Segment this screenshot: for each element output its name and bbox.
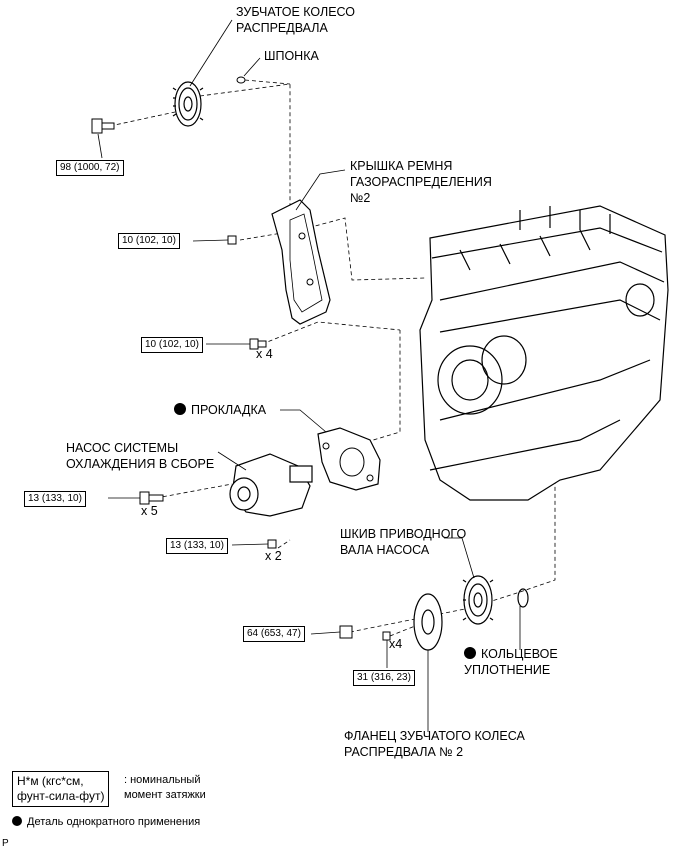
- cover-nut-part: [227, 235, 237, 245]
- timing-cover-label: КРЫШКА РЕМНЯ ГАЗОРАСПРЕДЕЛЕНИЯ №2: [350, 159, 492, 205]
- timing-cover-part: [271, 199, 331, 325]
- gear-bolt-part: [91, 118, 115, 134]
- non-reusable-dot-icon: [464, 647, 476, 659]
- non-reusable-dot-icon: [174, 403, 186, 415]
- torque-cover-bolt: 10 (102, 10): [141, 337, 203, 353]
- torque-pump-nut: 13 (133, 10): [166, 538, 228, 554]
- pump-pulley-part: [462, 575, 494, 625]
- key-label: ШПОНКА: [264, 49, 319, 63]
- non-reusable-dot-icon: [12, 816, 22, 826]
- gasket-label: ПРОКЛАДКА: [174, 402, 266, 418]
- leader-lines: [97, 19, 521, 732]
- qty-pump-bolt: x 5: [141, 504, 158, 518]
- key-part: [236, 76, 246, 84]
- torque-cover-nut: 10 (102, 10): [118, 233, 180, 249]
- flange-part: [413, 593, 443, 651]
- gasket-label-text: ПРОКЛАДКА: [191, 403, 267, 417]
- corner-mark: P: [2, 838, 9, 849]
- pump-nut-part: [267, 539, 277, 549]
- o-ring-label: КОЛЬЦЕВОЕ УПЛОТНЕНИЕ: [464, 646, 558, 678]
- torque-pulley-nut: 64 (653, 47): [243, 626, 305, 642]
- legend-non-reusable: Деталь однократного применения: [12, 814, 200, 830]
- water-pump-part: [229, 453, 313, 517]
- torque-pump-bolt: 13 (133, 10): [24, 491, 86, 507]
- o-ring-part: [517, 588, 529, 608]
- pulley-nut-part: [339, 625, 353, 639]
- assembly-lines: [109, 79, 556, 637]
- qty-cover-bolt: x 4: [256, 347, 273, 361]
- torque-gear-bolt: 98 (1000, 72): [56, 160, 124, 176]
- torque-flange-bolt: 31 (316, 23): [353, 670, 415, 686]
- pump-pulley-label: ШКИВ ПРИВОДНОГО ВАЛА НАСОСА: [340, 527, 467, 557]
- qty-flange-bolt: x4: [389, 637, 403, 651]
- legend-non-reusable-text: Деталь однократного применения: [27, 816, 201, 828]
- water-pump-label: НАСОС СИСТЕМЫ ОХЛАЖДЕНИЯ В СБОРЕ: [66, 441, 215, 471]
- camshaft-gear-part: [172, 81, 204, 127]
- o-ring-label-text: КОЛЬЦЕВОЕ УПЛОТНЕНИЕ: [464, 647, 558, 677]
- legend-torque-desc: : номинальный момент затяжки: [124, 774, 206, 801]
- flange-bolt-part: [382, 631, 391, 641]
- qty-pump-nut: x 2: [265, 549, 282, 563]
- legend-torque-units: Н*м (кгс*см, фунт-сила-фут): [12, 771, 110, 807]
- gasket-part: [317, 427, 381, 491]
- camshaft-gear-label: ЗУБЧАТОЕ КОЛЕСО РАСПРЕДВАЛА: [236, 5, 356, 35]
- flange-label: ФЛАНЕЦ ЗУБЧАТОГО КОЛЕСА РАСПРЕДВАЛА № 2: [344, 729, 525, 759]
- engine-block-part: [419, 205, 669, 501]
